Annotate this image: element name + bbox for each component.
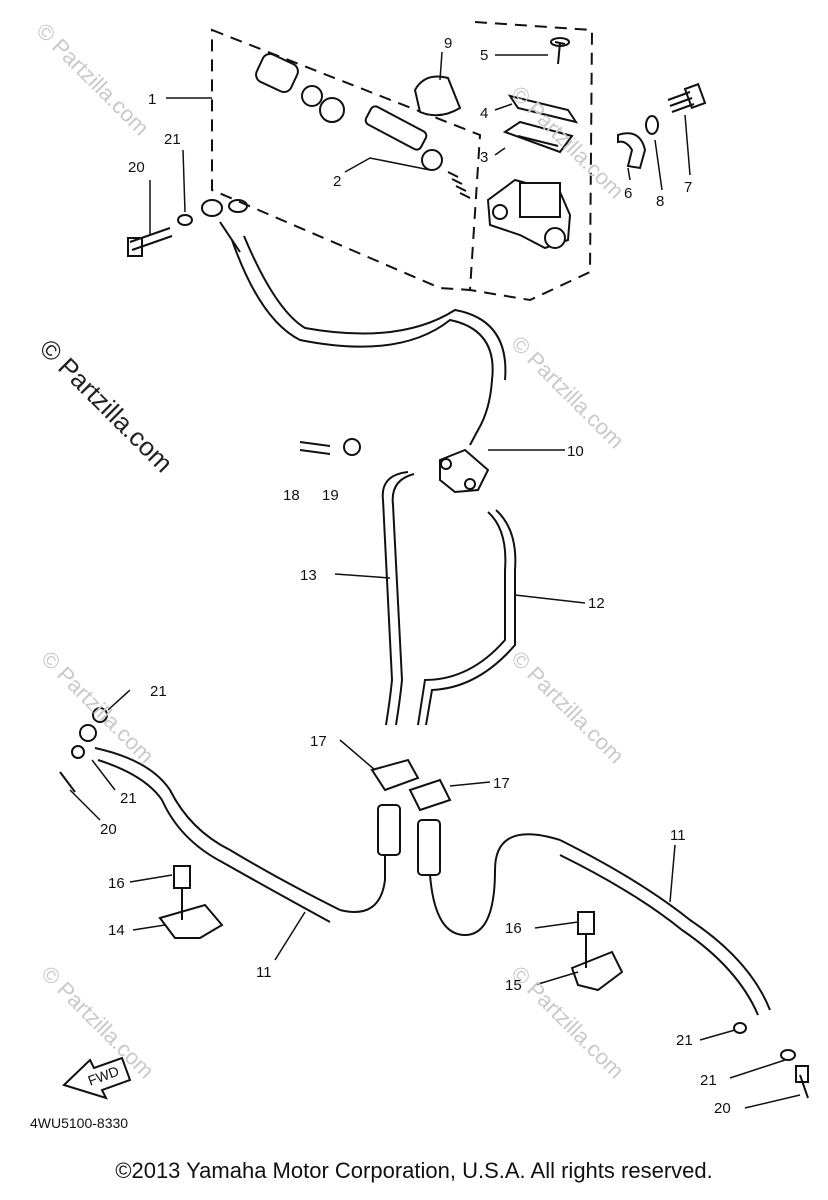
right-brake-hose xyxy=(417,819,809,1099)
callout-20-a: 20 xyxy=(128,159,145,176)
callout-1: 1 xyxy=(148,91,156,108)
watermark-4: © Partzilla.com xyxy=(36,646,159,769)
callout-4: 4 xyxy=(480,105,488,122)
watermark-5: © Partzilla.com xyxy=(506,646,629,769)
callout-21-b: 21 xyxy=(150,683,167,700)
callout-21-c: 21 xyxy=(120,790,137,807)
callout-6: 6 xyxy=(624,185,632,202)
left-brake-hose xyxy=(59,707,401,923)
callout-5: 5 xyxy=(480,47,488,64)
callout-13: 13 xyxy=(300,567,317,584)
holder-clamp xyxy=(617,82,707,170)
callout-14: 14 xyxy=(108,922,125,939)
callout-17-b: 17 xyxy=(493,775,510,792)
copyright-footer: ©2013 Yamaha Motor Corporation, U.S.A. A… xyxy=(115,1158,713,1183)
hose-brackets xyxy=(370,758,452,812)
master-cylinder-kit-outline xyxy=(211,28,482,292)
callout-16-a: 16 xyxy=(108,875,125,892)
master-cylinder xyxy=(486,178,572,250)
watermark-6: © Partzilla.com xyxy=(36,961,159,1084)
reservoir-kit-outline xyxy=(469,21,594,302)
watermark-2: © Partzilla.com xyxy=(506,331,629,454)
callout-19: 19 xyxy=(322,487,339,504)
callout-11-a: 11 xyxy=(256,964,272,981)
callout-12: 12 xyxy=(588,595,605,612)
reservoir-cap xyxy=(502,37,579,154)
callout-20-c: 20 xyxy=(714,1100,731,1117)
callout-21-a: 21 xyxy=(164,131,181,148)
watermark-1: © Partzilla.com xyxy=(31,18,154,141)
callout-20-b: 20 xyxy=(100,821,117,838)
callout-11-b: 11 xyxy=(670,827,686,844)
fwd-arrow-icon xyxy=(62,1056,132,1100)
brake-pipes xyxy=(381,471,517,726)
callout-10: 10 xyxy=(567,443,584,460)
watermark-main: © Partzilla.com xyxy=(34,333,179,478)
callout-7: 7 xyxy=(684,179,692,196)
callout-18: 18 xyxy=(283,487,300,504)
callout-8: 8 xyxy=(656,193,664,210)
callout-15: 15 xyxy=(505,977,522,994)
callout-21-e: 21 xyxy=(700,1072,717,1089)
hose-holders xyxy=(158,865,624,992)
callout-16-b: 16 xyxy=(505,920,522,937)
callout-2: 2 xyxy=(333,173,341,190)
leader-lines xyxy=(69,51,801,1109)
callout-9: 9 xyxy=(444,35,452,52)
callout-21-d: 21 xyxy=(676,1032,693,1049)
brake-joint xyxy=(299,438,490,494)
callout-17-a: 17 xyxy=(310,733,327,750)
part-code: 4WU5100-8330 xyxy=(30,1115,128,1131)
rubber-boot xyxy=(413,75,462,117)
piston-assembly xyxy=(255,53,471,199)
callout-3: 3 xyxy=(480,149,488,166)
upper-brake-hose xyxy=(127,199,507,446)
